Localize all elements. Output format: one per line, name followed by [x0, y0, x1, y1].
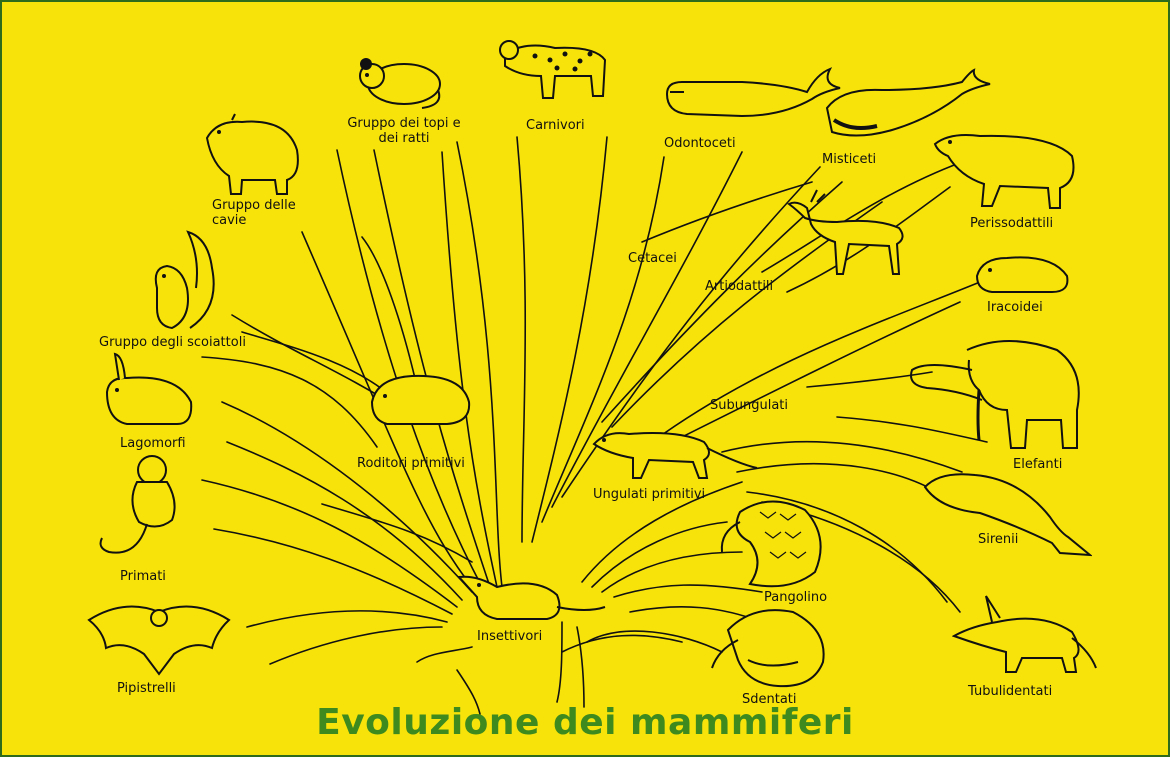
hare-illustration — [97, 352, 197, 430]
label-gruppo-cavie: Gruppo delle cavie — [212, 198, 296, 228]
label-sirenii: Sirenii — [978, 532, 1019, 547]
branch-line — [541, 156, 665, 523]
label-iracoidei: Iracoidei — [987, 300, 1043, 315]
branch-line — [416, 646, 473, 663]
rat-illustration — [352, 50, 447, 112]
baleen-whale-illustration — [822, 68, 992, 142]
primitive-ungulate-illustration — [589, 424, 759, 482]
branch-line — [651, 281, 981, 443]
branch-line — [241, 331, 393, 398]
branch-line — [246, 610, 448, 628]
label-artiodattili: Artiodattili — [705, 279, 774, 294]
branch-line — [531, 136, 608, 543]
branch-line — [551, 151, 743, 508]
branch-line — [269, 626, 443, 665]
label-insettivori: Insettivori — [477, 629, 543, 644]
branch-line — [456, 141, 503, 588]
branch-line — [601, 181, 843, 423]
label-subungulati: Subungulati — [710, 398, 788, 413]
branch-line — [556, 621, 563, 703]
capybara-illustration — [197, 110, 305, 198]
primitive-rodent-illustration — [367, 368, 473, 428]
label-carnivori: Carnivori — [526, 118, 585, 133]
label-elefanti: Elefanti — [1013, 457, 1063, 472]
sperm-whale-illustration — [662, 64, 842, 126]
label-odontoceti: Odontoceti — [664, 136, 736, 151]
branch-line — [671, 301, 961, 443]
label-lagomorfi: Lagomorfi — [120, 436, 186, 451]
monkey-illustration — [97, 452, 187, 562]
branch-line — [213, 528, 453, 615]
branch-line — [736, 462, 938, 493]
tapir-illustration — [930, 126, 1080, 212]
branch-line — [746, 491, 948, 603]
branch-line — [581, 481, 743, 583]
label-gruppo-scoiattoli: Gruppo degli scoiattoli — [99, 335, 246, 350]
label-ungulati-primitivi: Ungulati primitivi — [593, 487, 706, 502]
label-cetacei: Cetacei — [628, 251, 677, 266]
branch-line — [806, 371, 933, 388]
pangolin-illustration — [710, 492, 830, 592]
anteater-illustration — [708, 600, 833, 692]
branch-line — [301, 231, 473, 588]
label-pipistrelli: Pipistrelli — [117, 681, 176, 696]
branch-line — [641, 181, 813, 243]
branch-line — [586, 630, 723, 653]
label-perissodattili: Perissodattili — [970, 216, 1054, 231]
branch-line — [576, 626, 585, 708]
branch-line — [516, 136, 527, 543]
branch-line — [221, 401, 473, 593]
label-misticeti: Misticeti — [822, 152, 877, 167]
dugong-illustration — [920, 467, 1092, 559]
branch-line — [591, 521, 728, 588]
branch-line — [836, 416, 988, 443]
hyrax-illustration — [972, 250, 1072, 298]
label-roditori-primitivi: Roditori primitivi — [357, 456, 465, 471]
bat-illustration — [84, 592, 234, 678]
label-tubulidentati: Tubulidentati — [968, 684, 1053, 699]
squirrel-illustration — [142, 228, 222, 338]
branch-line — [456, 669, 481, 715]
branch-line — [226, 441, 463, 601]
branch-line — [201, 356, 378, 448]
elephant-illustration — [907, 330, 1085, 454]
branch-line — [721, 440, 963, 473]
label-sdentati: Sdentati — [742, 692, 797, 707]
branch-line — [561, 634, 683, 653]
branch-line — [321, 503, 473, 563]
shrew-illustration — [457, 567, 607, 627]
deer-illustration — [787, 188, 912, 278]
branch-line — [601, 551, 743, 593]
branch-line — [761, 161, 963, 273]
jaguar-illustration — [495, 36, 615, 102]
label-pangolino: Pangolino — [764, 590, 828, 605]
branch-line — [361, 236, 418, 388]
label-gruppo-topi: Gruppo dei topi e dei ratti — [347, 116, 461, 146]
branch-line — [613, 584, 763, 598]
branch-line — [201, 479, 458, 608]
page-title: Evoluzione dei mammiferi — [316, 702, 854, 743]
label-primati: Primati — [120, 569, 166, 584]
aardvark-illustration — [952, 592, 1097, 676]
